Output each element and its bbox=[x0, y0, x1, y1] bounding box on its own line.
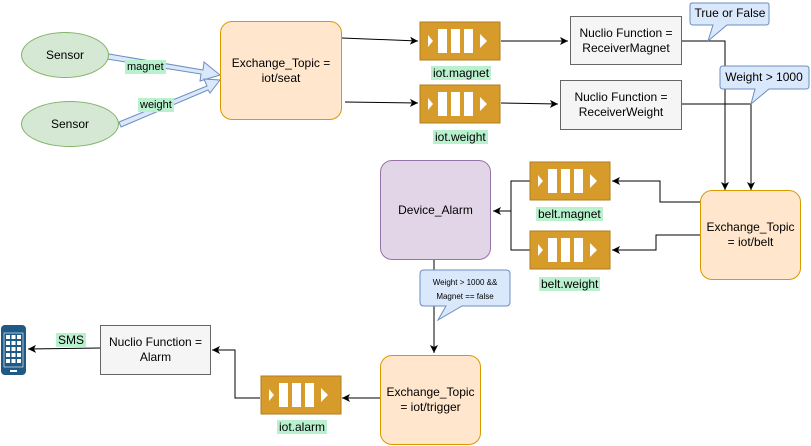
edge-receiver-weight-to-belt bbox=[682, 103, 755, 190]
callout-condition-line1: Weight > 1000 && bbox=[433, 278, 498, 287]
edge-label-weight: weight bbox=[138, 98, 174, 112]
sensor-node-2: Sensor bbox=[21, 101, 119, 147]
edge-seat-to-iot-weight bbox=[344, 98, 419, 107]
edge-label-sms: SMS bbox=[56, 333, 87, 347]
edge-iot-weight-to-receiver-weight bbox=[500, 99, 559, 108]
exchange-topic-belt-label: Exchange_Topic = iot/belt bbox=[706, 220, 795, 249]
function-alarm-label: Nuclio Function = Alarm bbox=[108, 335, 203, 364]
edge-belt-to-belt-weight bbox=[612, 234, 700, 254]
queue-label-iot-magnet: iot.magnet bbox=[431, 66, 492, 80]
exchange-topic-seat: Exchange_Topic = iot/seat bbox=[220, 21, 342, 120]
device-alarm-node: Device_Alarm bbox=[380, 160, 491, 260]
sensor-node-1-label: Sensor bbox=[45, 47, 85, 62]
queue-label-iot-alarm: iot.alarm bbox=[277, 420, 328, 434]
function-receiver-magnet-label: Nuclio Function = ReceiverMagnet bbox=[579, 25, 673, 55]
edge-label-magnet: magnet bbox=[125, 60, 166, 74]
callout-alarm-condition: Weight > 1000 && Magnet == false bbox=[419, 269, 511, 322]
exchange-topic-trigger: Exchange_Topic = iot/trigger bbox=[380, 355, 481, 445]
edge-func-alarm-to-phone bbox=[27, 344, 101, 353]
queue-label-belt-magnet: belt.magnet bbox=[536, 207, 603, 221]
queue-icon-iot-alarm bbox=[260, 375, 342, 415]
callout-condition-line2: Magnet == false bbox=[436, 292, 494, 301]
function-alarm: Nuclio Function = Alarm bbox=[100, 325, 211, 375]
queue-label-belt-weight: belt.weight bbox=[539, 277, 601, 291]
edge-belt-to-belt-magnet bbox=[612, 177, 700, 203]
edge-belt-weight-to-device-alarm bbox=[510, 211, 530, 251]
queue-label-iot-weight: iot.weight bbox=[433, 130, 488, 144]
callout-weight-text: Weight > 1000 bbox=[725, 70, 803, 84]
callout-true-false: True or False bbox=[689, 2, 770, 43]
sensor-node-1: Sensor bbox=[21, 32, 109, 78]
exchange-topic-trigger-label: Exchange_Topic = iot/trigger bbox=[386, 385, 475, 414]
queue-icon-belt-weight bbox=[529, 230, 611, 270]
callout-weight-threshold: Weight > 1000 bbox=[719, 65, 810, 106]
exchange-topic-seat-label: Exchange_Topic = iot/seat bbox=[231, 55, 331, 85]
queue-icon-belt-magnet bbox=[529, 161, 611, 201]
queue-icon-iot-magnet bbox=[419, 21, 501, 61]
function-receiver-weight: Nuclio Function = ReceiverWeight bbox=[560, 80, 682, 130]
edge-iot-alarm-to-func-alarm bbox=[212, 346, 260, 399]
exchange-topic-belt: Exchange_Topic = iot/belt bbox=[700, 190, 801, 280]
mobile-phone-icon bbox=[1, 325, 26, 375]
edge-seat-to-iot-magnet bbox=[341, 36, 419, 45]
edge-belt-magnet-to-device-alarm bbox=[493, 180, 530, 215]
device-alarm-label: Device_Alarm bbox=[398, 202, 473, 217]
function-receiver-magnet: Nuclio Function = ReceiverMagnet bbox=[570, 16, 682, 65]
queue-icon-iot-weight bbox=[419, 84, 501, 124]
function-receiver-weight-label: Nuclio Function = ReceiverWeight bbox=[574, 90, 668, 119]
sensor-node-2-label: Sensor bbox=[50, 116, 90, 131]
edge-receiver-magnet-to-belt bbox=[682, 40, 729, 190]
callout-true-false-text: True or False bbox=[695, 6, 766, 20]
